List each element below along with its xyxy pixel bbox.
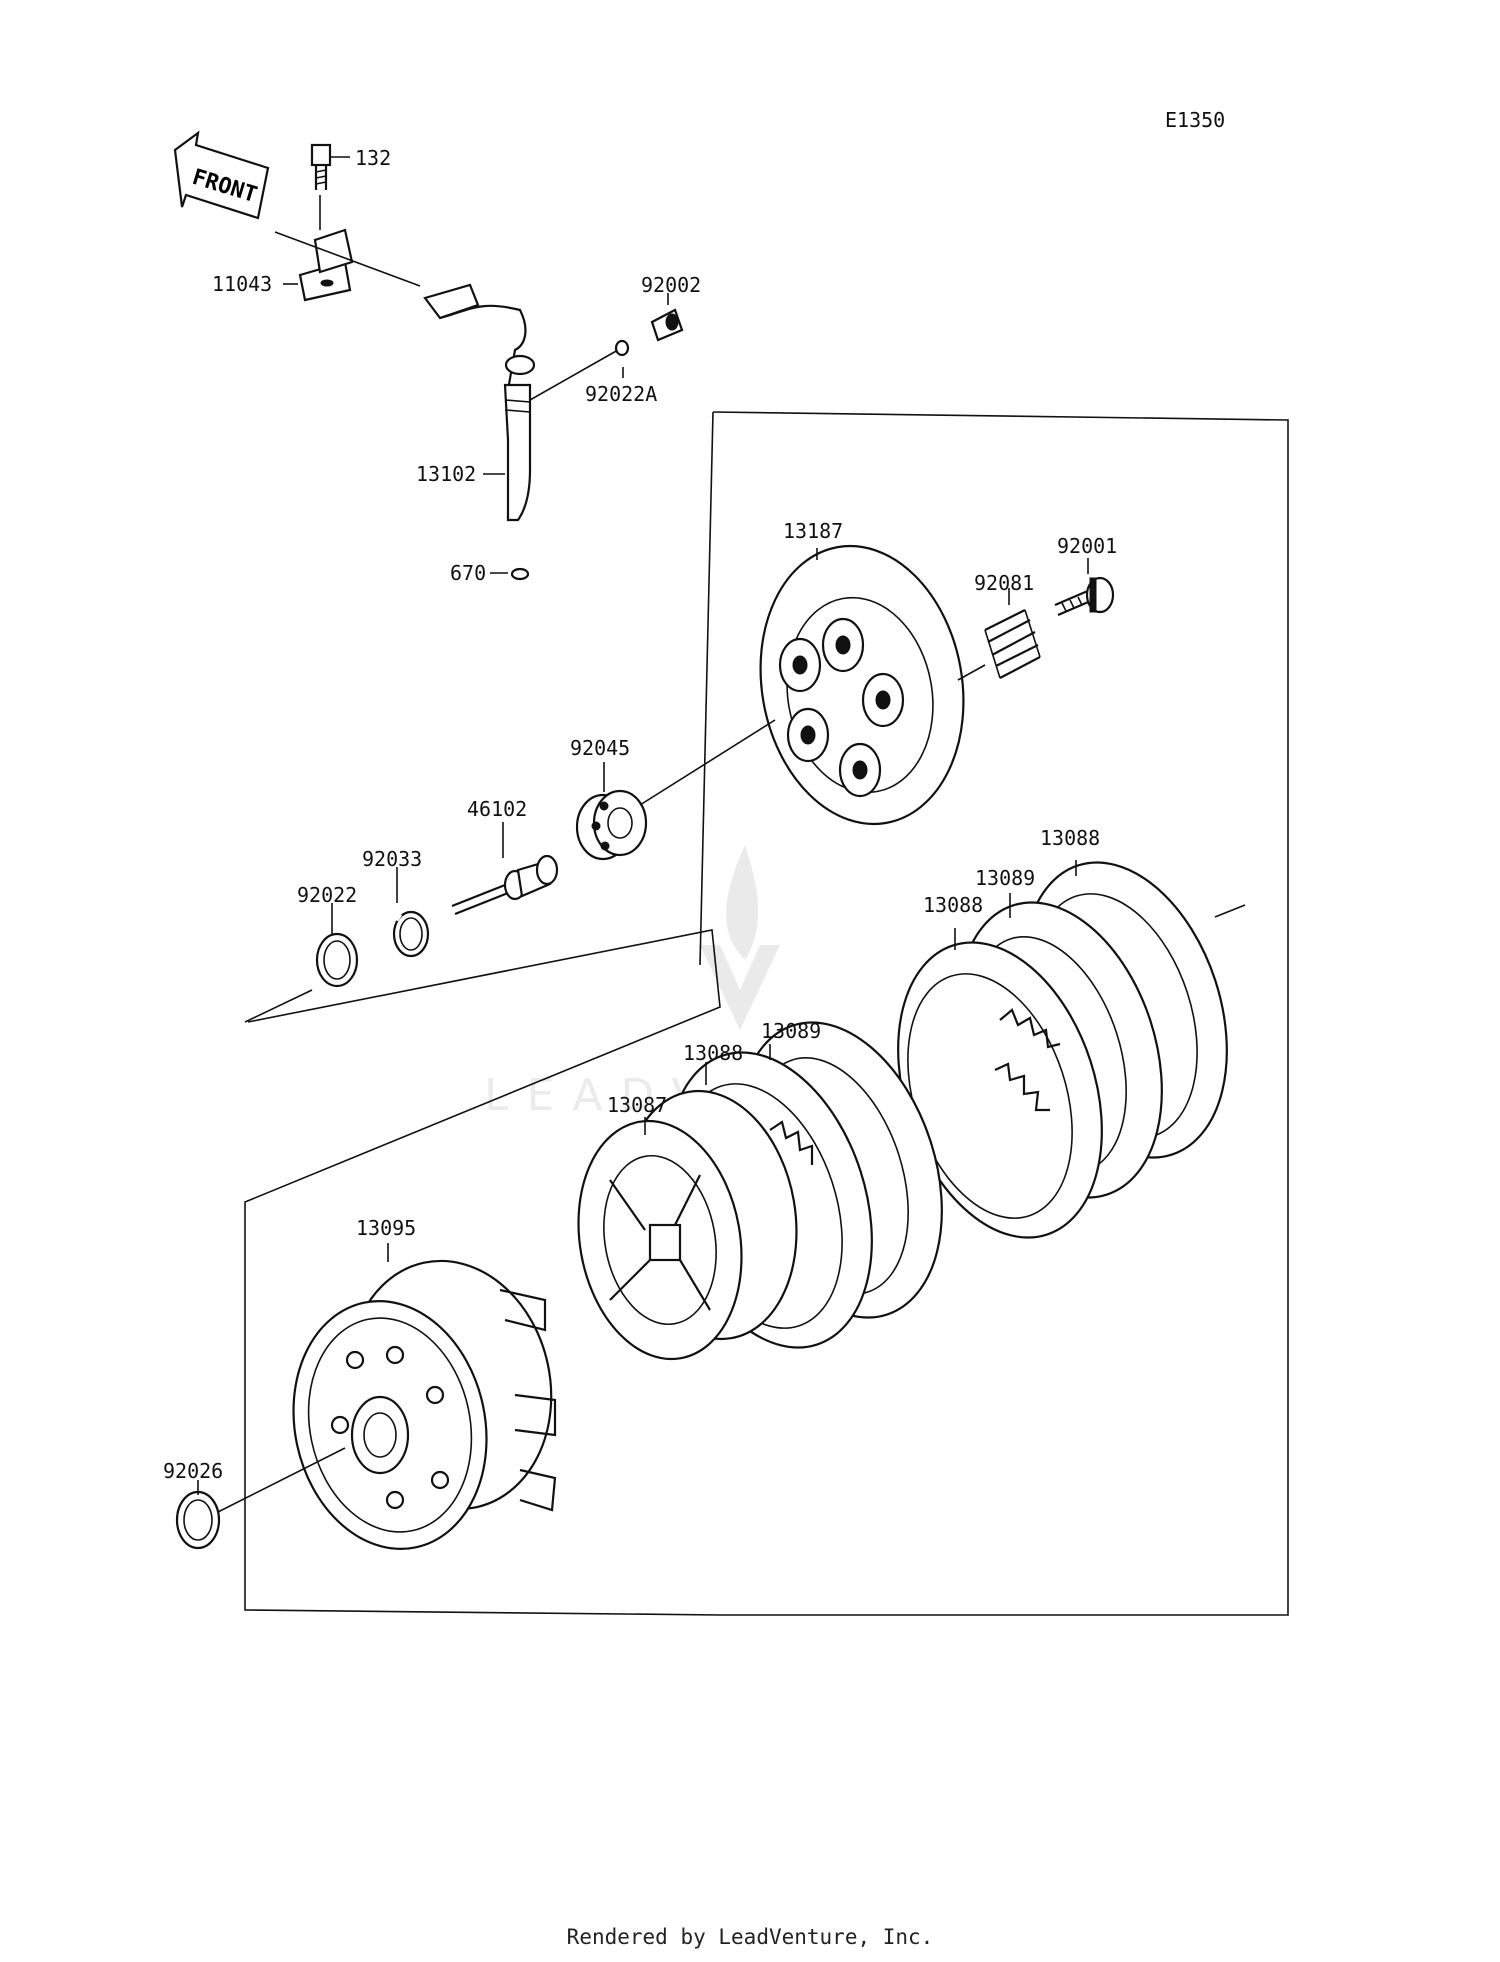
label-92022: 92022: [297, 883, 357, 907]
label-13088-left: 13088: [683, 1041, 743, 1065]
leader-lines: [197, 283, 1089, 1495]
label-92081: 92081: [974, 571, 1034, 595]
label-92022a: 92022A: [585, 382, 657, 406]
label-13087: 13087: [607, 1093, 667, 1117]
label-11043: 11043: [212, 272, 272, 296]
label-13088-mid: 13088: [923, 893, 983, 917]
label-92002: 92002: [641, 273, 701, 297]
front-arrow-icon: FRONT: [173, 130, 270, 220]
label-13187: 13187: [783, 519, 843, 543]
label-13095: 13095: [356, 1216, 416, 1240]
label-13102: 13102: [416, 462, 476, 486]
label-92033: 92033: [362, 847, 422, 871]
washer-92022-icon: [315, 932, 359, 988]
label-13088-top: 13088: [1040, 826, 1100, 850]
bolt-132-icon: [310, 143, 332, 190]
o-ring-670-icon: [510, 567, 530, 581]
clutch-hub-13087-icon: [577, 1089, 798, 1361]
label-92045: 92045: [570, 736, 630, 760]
pressure-plate-13187-icon: [759, 544, 965, 826]
circlip-92033-icon: [392, 910, 430, 958]
push-rod-46102-icon: [451, 854, 559, 916]
label-92001: 92001: [1057, 534, 1117, 558]
label-13089-right: 13089: [975, 866, 1035, 890]
washer-92026-icon: [175, 1490, 221, 1550]
bolt-92001-icon: [1054, 576, 1115, 617]
clamp-11043-icon: [298, 228, 354, 302]
bearing-92045-icon: [575, 789, 648, 861]
label-13089-left: 13089: [761, 1019, 821, 1043]
render-credit: Rendered by LeadVenture, Inc.: [566, 1925, 934, 1949]
assembly-box-outline: [244, 411, 1289, 1616]
label-670: 670: [450, 561, 486, 585]
label-46102: 46102: [467, 797, 527, 821]
spring-92081-icon: [984, 609, 1041, 679]
clutch-basket-13095-icon: [292, 1259, 557, 1550]
bolt-92002-icon: [650, 308, 684, 342]
shaft-13102-icon: [423, 283, 536, 522]
clutch-plates-right-icon: [897, 861, 1228, 1239]
label-92026: 92026: [163, 1459, 223, 1483]
part-labels: 132 11043 92002 92022A 13102 670 13187 9…: [163, 146, 1117, 1483]
label-132: 132: [355, 146, 391, 170]
washer-92022a-icon: [614, 339, 630, 357]
diagram-code: E1350: [1165, 108, 1225, 132]
